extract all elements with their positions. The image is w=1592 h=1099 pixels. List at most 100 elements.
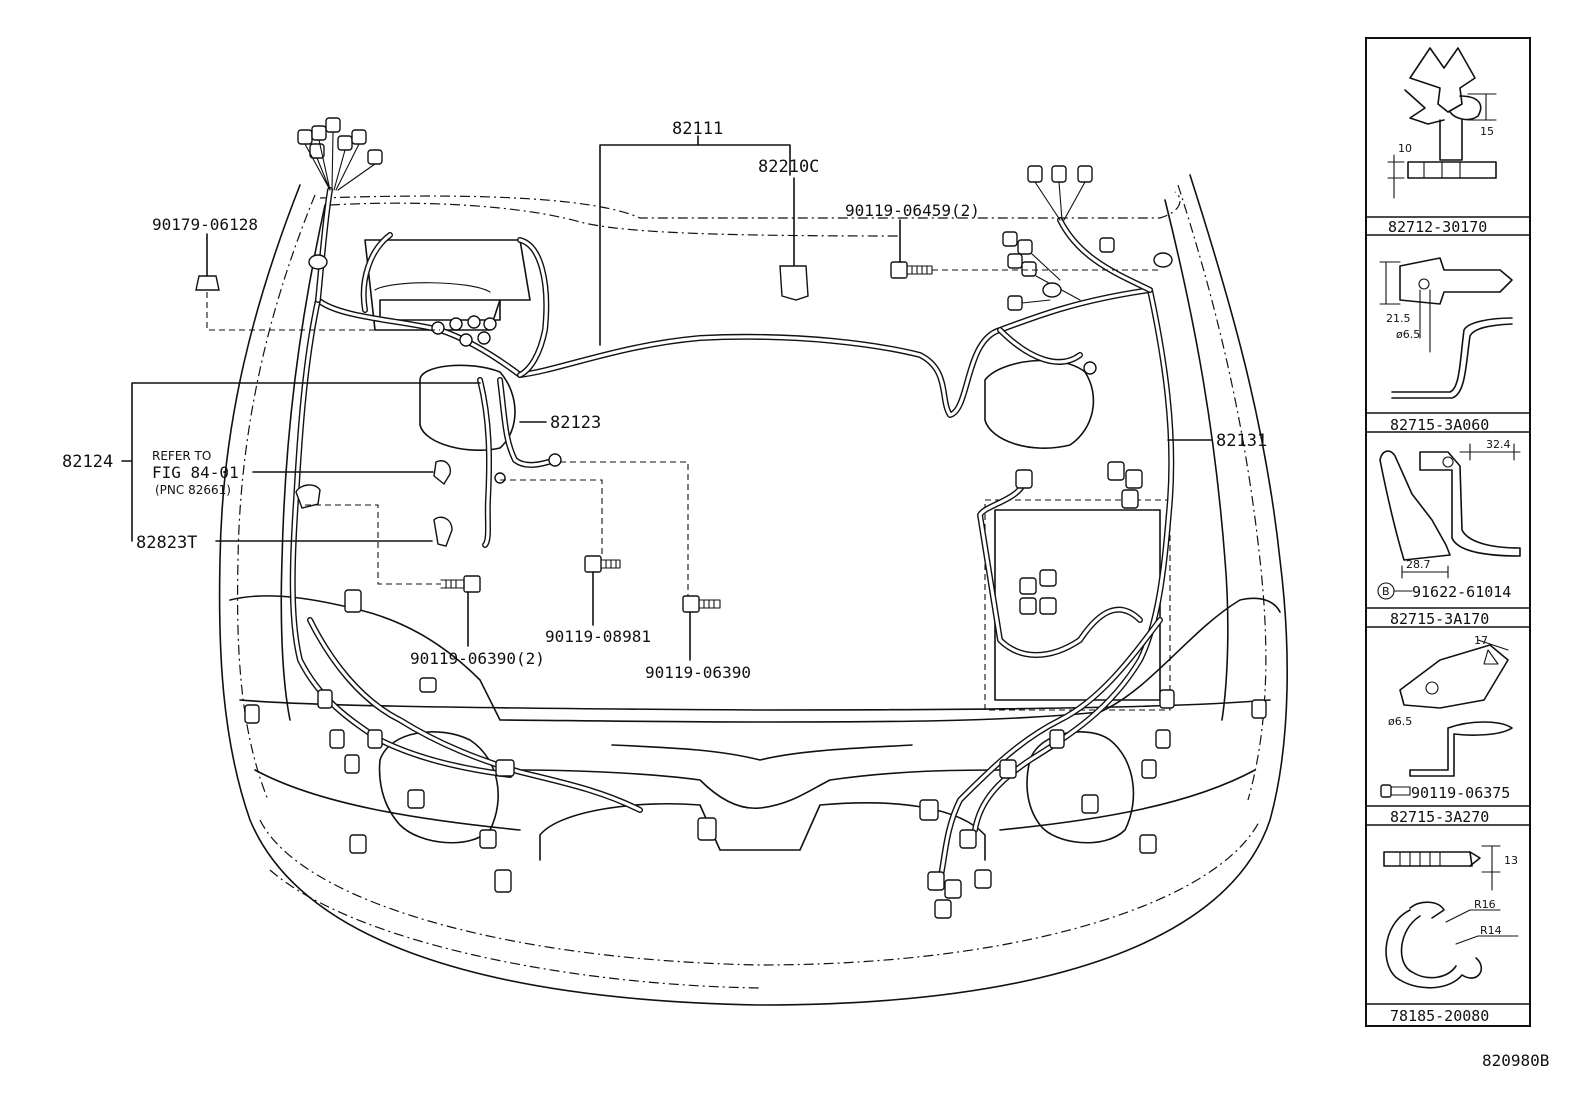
connector bbox=[344, 754, 360, 774]
connector bbox=[244, 704, 260, 724]
bolt-icon bbox=[890, 261, 933, 279]
clip-part-82712-30170: 82712-30170 bbox=[1388, 218, 1487, 236]
label-90119-06390-2: 90119-06390(2) bbox=[410, 649, 545, 668]
ground-terminal bbox=[1083, 361, 1097, 375]
dim-phi-6-5: ø6.5 bbox=[1396, 328, 1420, 341]
connector bbox=[934, 899, 952, 919]
connector bbox=[1081, 794, 1099, 814]
main-harness-route bbox=[289, 187, 1175, 883]
clip-part-82715-3A060: 82715-3A060 bbox=[1390, 416, 1489, 434]
connector bbox=[1139, 834, 1157, 854]
clip-icon bbox=[433, 460, 452, 486]
connector bbox=[1159, 689, 1175, 709]
connector bbox=[1251, 699, 1267, 719]
bolt-icon bbox=[584, 555, 621, 573]
connector bbox=[1125, 469, 1143, 489]
connector bbox=[337, 135, 353, 151]
connector bbox=[1051, 165, 1067, 183]
bolt-icon bbox=[440, 575, 481, 593]
bolt-90119-06375: 90119-06375 bbox=[1411, 784, 1510, 802]
dim-17: 17 bbox=[1474, 634, 1488, 647]
clip-icon bbox=[295, 484, 321, 509]
connector bbox=[479, 829, 497, 849]
dim-15: 15 bbox=[1480, 125, 1494, 138]
fuse-block-stud bbox=[483, 317, 497, 331]
clip-part-78185-20080: 78185-20080 bbox=[1390, 1007, 1489, 1025]
figure-code: 820980B bbox=[1482, 1051, 1549, 1070]
dim-28-7: 28.7 bbox=[1406, 558, 1431, 571]
connector bbox=[927, 871, 945, 891]
grommet bbox=[1153, 252, 1173, 268]
connector bbox=[367, 149, 383, 165]
connector bbox=[1002, 231, 1018, 247]
fuse-block-stud bbox=[467, 315, 481, 329]
label-82124: 82124 bbox=[62, 452, 113, 472]
fuse-block-stud bbox=[477, 331, 491, 345]
connector bbox=[1107, 461, 1125, 481]
connector bbox=[1077, 165, 1093, 183]
callout-labels: 82111 82210C 90119-06459(2) 90179-06128 … bbox=[62, 119, 1267, 682]
dim-r14: R14 bbox=[1480, 924, 1502, 937]
bolt-marker-b-label: B bbox=[1382, 585, 1390, 598]
connector bbox=[1141, 759, 1157, 779]
connector bbox=[1039, 569, 1057, 587]
connector bbox=[959, 829, 977, 849]
connector bbox=[1015, 469, 1033, 489]
bolt-icon bbox=[1380, 784, 1411, 798]
dim-13: 13 bbox=[1504, 854, 1518, 867]
leader-lines bbox=[121, 135, 1213, 661]
label-82131: 82131 bbox=[1216, 431, 1267, 451]
connector bbox=[1019, 577, 1037, 595]
label-90179-06128: 90179-06128 bbox=[152, 215, 258, 234]
label-82210c: 82210C bbox=[758, 157, 819, 177]
ground-terminal bbox=[494, 472, 506, 484]
connector bbox=[1007, 295, 1023, 311]
bolt-icon bbox=[682, 595, 721, 613]
connector bbox=[1039, 597, 1057, 615]
connector bbox=[1007, 253, 1023, 269]
connector bbox=[351, 129, 367, 145]
connector bbox=[1155, 729, 1171, 749]
connector bbox=[944, 879, 962, 899]
clip-78185-20080: 13 R16 R14 78185-20080 bbox=[1383, 845, 1519, 1025]
fuse-block-stud bbox=[459, 333, 473, 347]
connector bbox=[317, 689, 333, 709]
connector bbox=[325, 117, 341, 133]
clip-82715-3A060: 21.5 ø6.5 82715-3A060 bbox=[1379, 257, 1513, 434]
clip-part-82715-3A270: 82715-3A270 bbox=[1390, 808, 1489, 826]
bolt-91622-61014: 91622-61014 bbox=[1412, 583, 1511, 601]
connector bbox=[697, 817, 717, 841]
clip-part-82715-3A170: 82715-3A170 bbox=[1390, 610, 1489, 628]
connector bbox=[1049, 729, 1065, 749]
connector bbox=[407, 789, 425, 809]
vehicle-body-outline bbox=[218, 174, 1288, 1006]
connector bbox=[419, 677, 437, 693]
fuse-block-stud bbox=[431, 321, 445, 335]
label-82111: 82111 bbox=[672, 119, 723, 139]
connector bbox=[367, 729, 383, 749]
connector bbox=[344, 589, 362, 613]
dim-r16: R16 bbox=[1474, 898, 1496, 911]
dim-32-4: 32.4 bbox=[1486, 438, 1511, 451]
dim-phi-6-5-b: ø6.5 bbox=[1388, 715, 1412, 728]
connector bbox=[1121, 489, 1139, 509]
label-90119-08981: 90119-08981 bbox=[545, 627, 651, 646]
connector bbox=[974, 869, 992, 889]
label-90119-06390: 90119-06390 bbox=[645, 663, 751, 682]
connector bbox=[329, 729, 345, 749]
connector bbox=[1019, 597, 1037, 615]
connector bbox=[999, 759, 1017, 779]
connector bbox=[1021, 261, 1037, 277]
ground-terminal bbox=[548, 453, 562, 467]
connector bbox=[297, 129, 313, 145]
connector bbox=[919, 799, 939, 821]
connector bbox=[349, 834, 367, 854]
refer-note-line3: (PNC 82661) bbox=[155, 483, 231, 497]
connector bbox=[1017, 239, 1033, 255]
connector bbox=[495, 759, 515, 777]
connector bbox=[311, 125, 327, 141]
fasteners bbox=[195, 261, 933, 613]
connectors bbox=[244, 117, 1267, 919]
grommet bbox=[1042, 282, 1062, 298]
